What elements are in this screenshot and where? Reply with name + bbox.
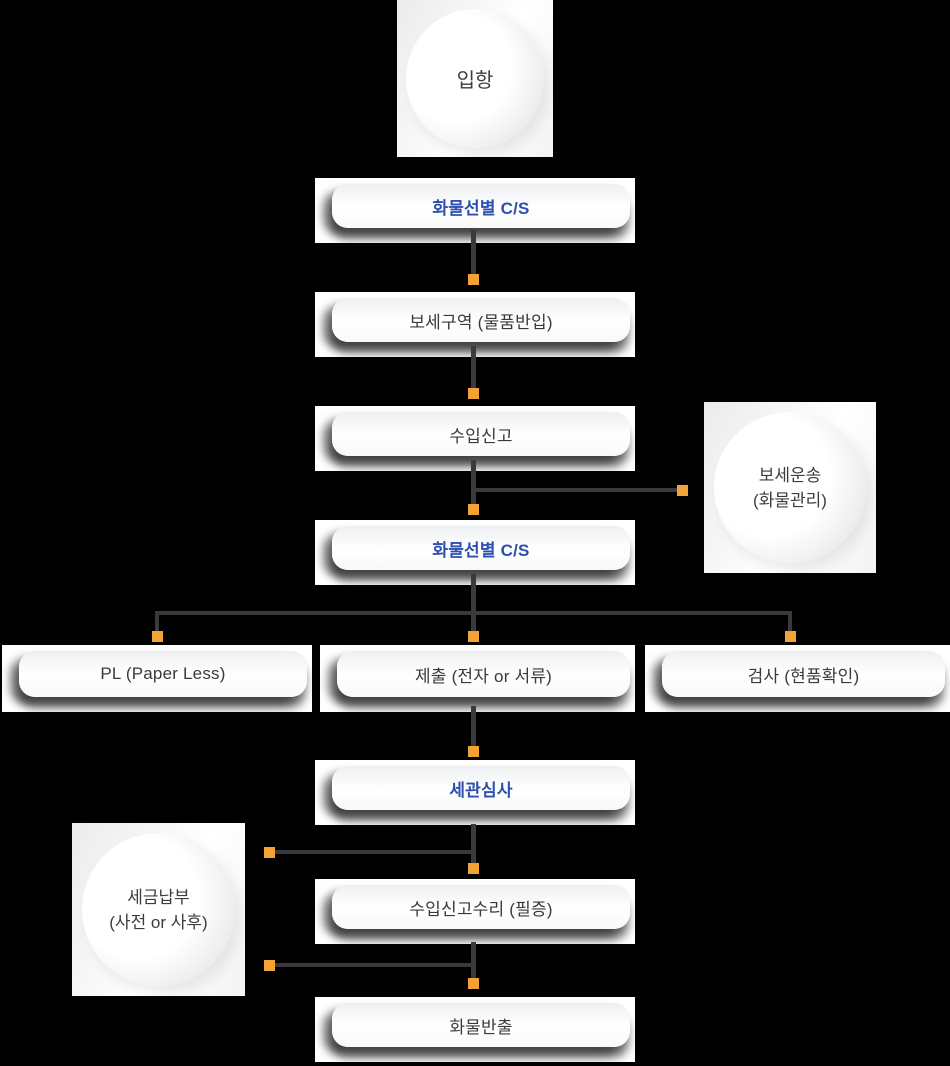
node-import-declaration-label: 수입신고 — [449, 426, 513, 446]
node-paperless-label: PL (Paper Less) — [100, 664, 226, 683]
connector-line — [471, 942, 476, 978]
node-tax-payment-label-line2: (사전 or 사후) — [109, 912, 208, 932]
connector-line — [471, 460, 476, 504]
connector-dot — [677, 485, 688, 496]
node-inspection-label: 검사 (현품확인) — [747, 666, 860, 686]
node-bonded-transport-label-line2: (화물관리) — [753, 490, 827, 510]
connector-dot — [785, 631, 796, 642]
node-cargo-cs-2-box: 화물선별 C/S — [332, 526, 630, 570]
node-import-declaration-box: 수입신고 — [332, 412, 630, 456]
node-cargo-release: 화물반출 — [315, 997, 635, 1062]
node-arrival: 입항 — [397, 0, 553, 157]
connector-dot — [468, 274, 479, 285]
node-cargo-cs-1-label: 화물선별 C/S — [432, 198, 530, 218]
connector-line — [476, 488, 678, 492]
node-submission: 제출 (전자 or 서류) — [320, 645, 635, 712]
node-cargo-release-label: 화물반출 — [449, 1017, 513, 1037]
node-arrival-circle: 입항 — [406, 9, 544, 148]
connector-line — [471, 574, 476, 632]
connector-dot — [468, 746, 479, 757]
connector-dot — [468, 978, 479, 989]
node-cargo-cs-1-box: 화물선별 C/S — [332, 184, 630, 228]
node-customs-review-box: 세관심사 — [332, 766, 630, 810]
connector-dot — [468, 863, 479, 874]
node-import-declaration: 수입신고 — [315, 406, 635, 471]
connector-dot — [468, 388, 479, 399]
connector-line — [788, 611, 792, 632]
node-paperless-box: PL (Paper Less) — [19, 651, 307, 697]
node-declaration-acceptance-label: 수입신고수리 (필증) — [409, 899, 553, 919]
connector-line — [155, 611, 792, 615]
node-submission-box: 제출 (전자 or 서류) — [337, 651, 630, 697]
node-inspection-box: 검사 (현품확인) — [662, 651, 945, 697]
node-customs-review-label: 세관심사 — [449, 780, 513, 800]
connector-dot — [264, 960, 275, 971]
node-tax-payment: 세금납부 (사전 or 사후) — [72, 823, 245, 996]
connector-line — [270, 963, 473, 967]
connector-dot — [468, 631, 479, 642]
connector-line — [471, 824, 476, 863]
connector-dot — [264, 847, 275, 858]
node-tax-payment-label-line1: 세금납부 — [127, 887, 190, 907]
node-declaration-acceptance: 수입신고수리 (필증) — [315, 879, 635, 944]
node-submission-label: 제출 (전자 or 서류) — [414, 666, 553, 686]
connector-dot — [468, 504, 479, 515]
node-inspection: 검사 (현품확인) — [645, 645, 950, 712]
node-bonded-transport: 보세운송 (화물관리) — [704, 402, 876, 573]
node-cargo-release-box: 화물반출 — [332, 1003, 630, 1047]
node-customs-review: 세관심사 — [315, 760, 635, 825]
node-bonded-area-box: 보세구역 (물품반입) — [332, 298, 630, 342]
node-cargo-cs-1: 화물선별 C/S — [315, 178, 635, 243]
connector-line — [471, 706, 476, 746]
connector-line — [471, 346, 476, 388]
node-paperless: PL (Paper Less) — [2, 645, 312, 712]
node-bonded-area-label: 보세구역 (물품반입) — [409, 312, 553, 332]
node-declaration-acceptance-box: 수입신고수리 (필증) — [332, 885, 630, 929]
connector-line — [155, 611, 159, 632]
node-bonded-transport-circle: 보세운송 (화물관리) — [714, 412, 866, 563]
connector-dot — [152, 631, 163, 642]
node-cargo-cs-2-label: 화물선별 C/S — [432, 540, 530, 560]
connector-line — [471, 230, 476, 274]
node-tax-payment-circle: 세금납부 (사전 or 사후) — [82, 833, 235, 986]
node-bonded-area: 보세구역 (물품반입) — [315, 292, 635, 357]
node-arrival-label: 입항 — [456, 70, 494, 92]
connector-line — [270, 850, 473, 854]
node-bonded-transport-label-line1: 보세운송 — [758, 465, 822, 485]
